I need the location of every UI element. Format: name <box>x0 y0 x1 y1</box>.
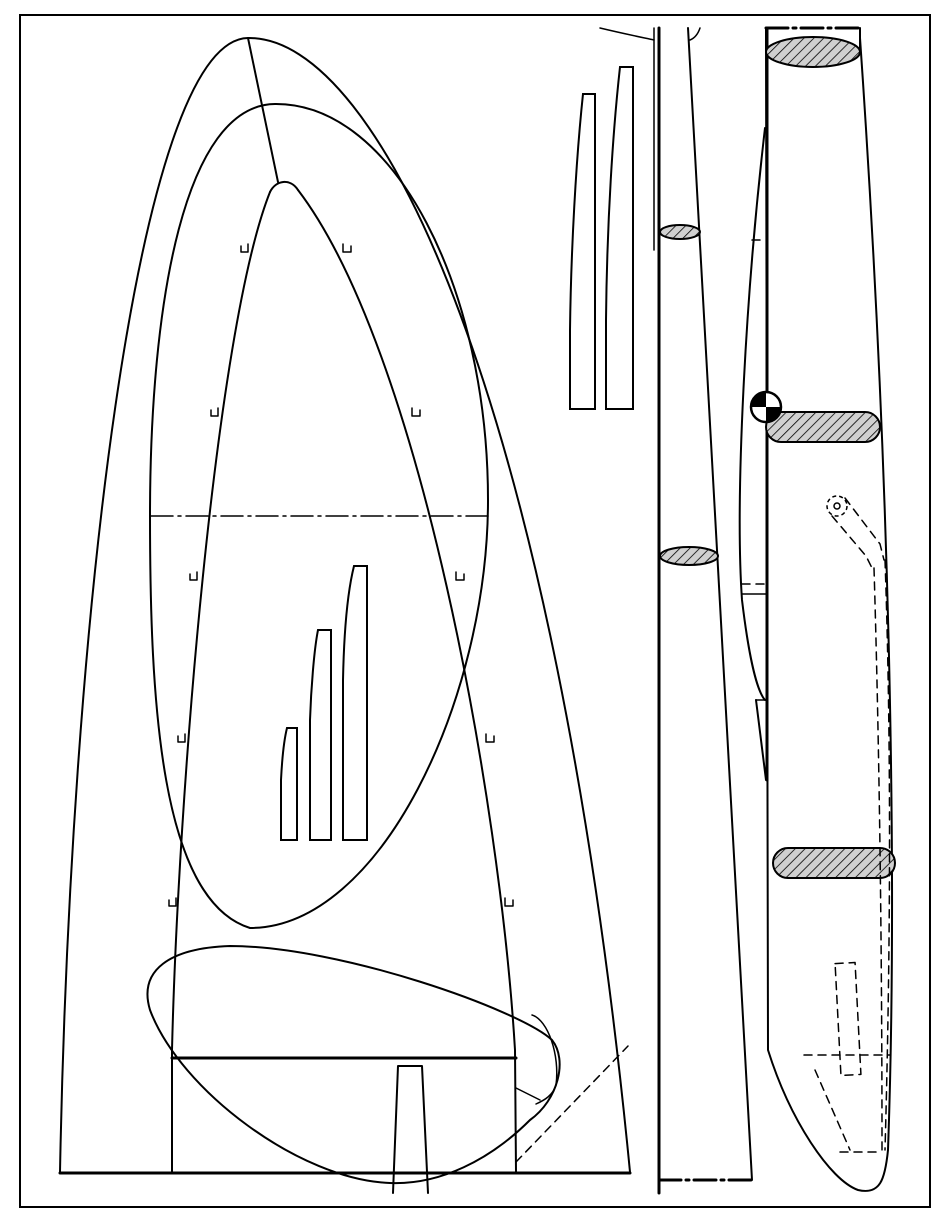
pushrod-upper-2 <box>844 497 885 561</box>
rib-tab-right-2 <box>411 407 421 417</box>
left-taper-line <box>171 191 271 1173</box>
fuselage-view <box>738 26 896 1192</box>
boom-taper-edge <box>687 27 753 1181</box>
pushrod-run-outer <box>884 559 891 1151</box>
rib-tab-right-4 <box>485 733 495 743</box>
loose-strips <box>569 66 634 410</box>
dashed-diagonal <box>515 1045 629 1163</box>
right-taper-line <box>297 189 517 1173</box>
pod-section-wing <box>765 411 881 443</box>
elevator-edge-inner <box>515 1087 541 1101</box>
sheet-border <box>19 14 931 1208</box>
pod-section-top <box>765 36 861 68</box>
stabilizer-outline <box>146 945 561 1185</box>
rib-tab-right-1 <box>342 243 352 253</box>
top-arc-left <box>599 27 655 41</box>
wing-saddle <box>738 127 766 701</box>
rib-tab-right-3 <box>455 571 465 581</box>
spar-strip-small <box>280 727 298 841</box>
outer-wing-outline <box>59 36 631 1173</box>
rib-tab-left-4 <box>177 733 186 743</box>
plan-view <box>58 36 632 1194</box>
side-view <box>599 26 754 1195</box>
pod-section-lower <box>772 847 896 879</box>
wing-saddle-lower <box>755 699 767 781</box>
spar-strip-medium <box>309 629 332 841</box>
top-arc-right <box>689 27 701 41</box>
boom-section-lower <box>659 546 719 566</box>
nose-dashed-diag <box>814 1069 851 1151</box>
tip-leader <box>247 37 279 183</box>
strip-part-1 <box>569 93 596 410</box>
strip-part-2 <box>605 66 634 410</box>
fin-stub <box>392 1065 429 1194</box>
rib-tab-left-3 <box>189 571 198 581</box>
boom-section-upper <box>659 224 701 240</box>
rib-tab-left-5 <box>168 897 177 907</box>
rib-tab-left-1 <box>240 243 249 253</box>
spar-strip-large <box>342 565 368 841</box>
pod-outline <box>765 37 893 1192</box>
inner-oval-outline <box>149 102 489 929</box>
horn-pivot-outer <box>826 495 848 517</box>
servo-outline <box>834 961 862 1077</box>
pushrod-run <box>873 567 883 1151</box>
rib-tab-right-5 <box>504 897 514 907</box>
balance-point-icon <box>749 390 783 424</box>
horn-pivot-inner <box>833 502 841 510</box>
tip-cap <box>269 181 299 193</box>
rib-tab-left-2 <box>210 407 219 417</box>
pushrod-upper <box>831 515 873 569</box>
elevator-edge <box>531 1014 558 1105</box>
